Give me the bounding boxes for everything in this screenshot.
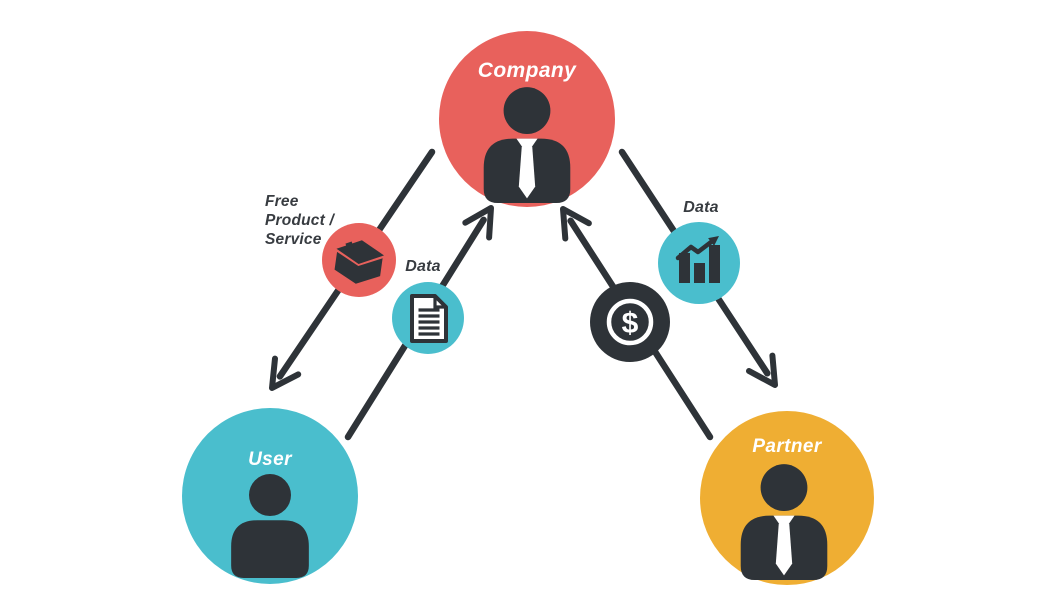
user-node-label: User [248,449,292,470]
bar-chart-icon [675,236,720,283]
data-label-user-to-company: Data [405,258,441,275]
tie-blade [775,523,793,576]
tie-collar [516,138,538,154]
free-product-service-label: Free Product / Service [265,192,334,249]
dollar-symbol: $ [622,307,639,340]
data-label-company-to-partner: Data [683,199,719,216]
tie-blade [518,146,536,199]
document-icon [410,294,448,343]
user-person-icon [231,474,309,578]
tie-collar [773,515,795,531]
package-icon [334,240,385,284]
arrowhead-company-to-partner [746,352,778,388]
partner-person-icon [740,464,828,580]
arrowhead-company-to-user [269,355,302,391]
company-node-label: Company [477,59,577,82]
company-person-icon [483,87,571,203]
free-product-service-line1: Free [265,193,299,210]
free-product-service-line2: Product / [265,212,334,229]
dollar-coin-circle [590,282,670,362]
arrowhead-user-to-company [462,205,494,241]
partner-node-label: Partner [752,436,822,457]
dollar-coin-icon: $ [606,298,654,346]
arrowhead-partner-to-company [560,206,592,242]
free-product-service-line3: Service [265,231,322,248]
